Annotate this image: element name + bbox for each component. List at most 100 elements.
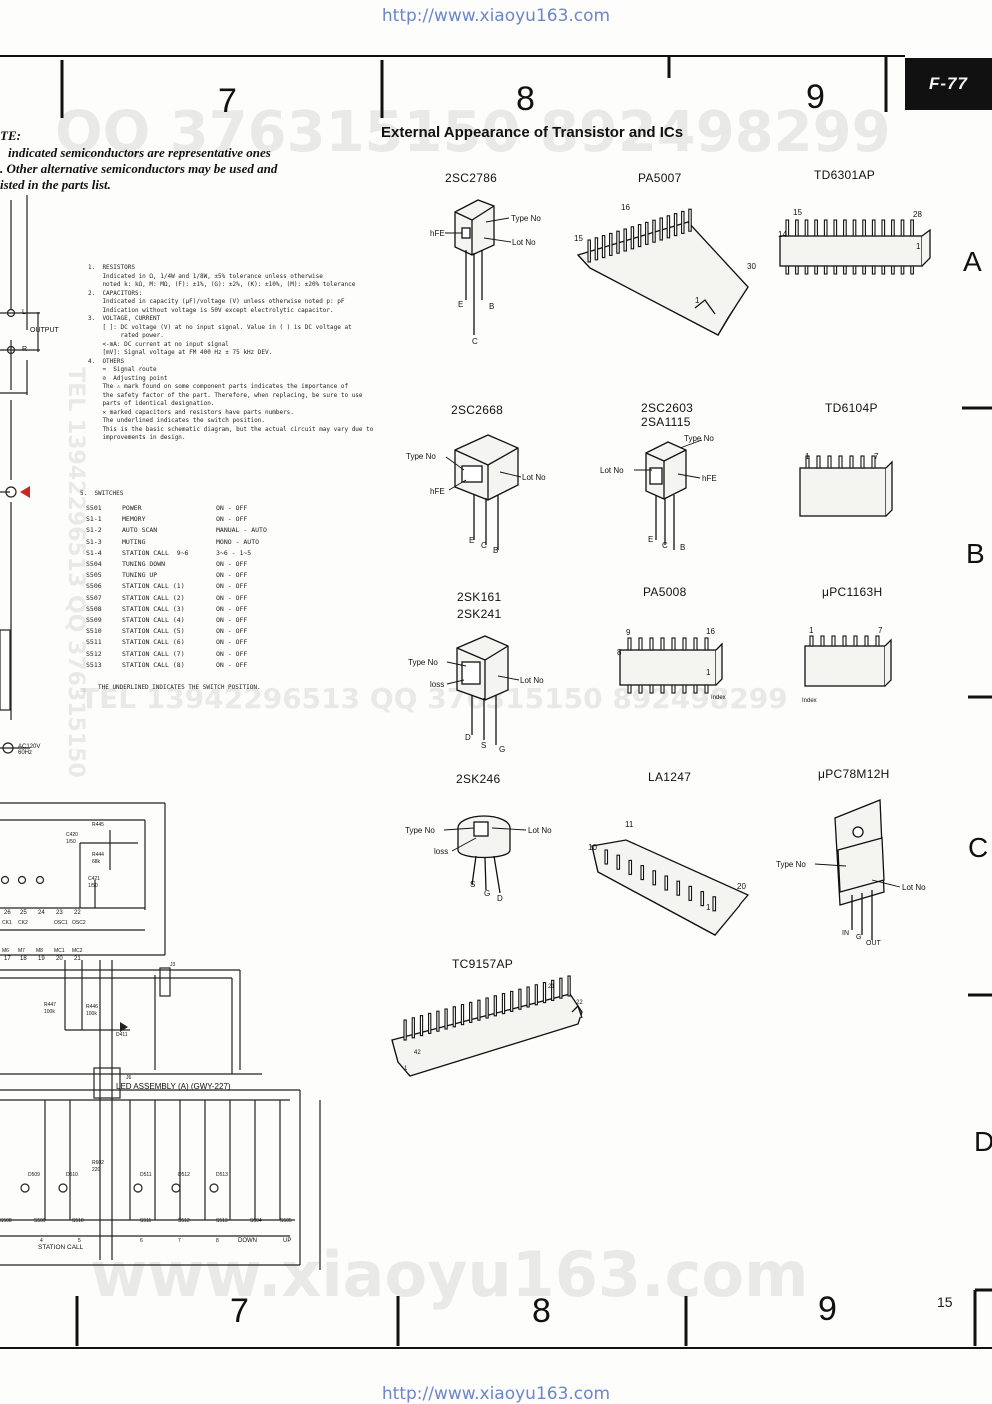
part-pa5007-name: PA5007: [638, 171, 682, 185]
row-letter-b: B: [966, 538, 985, 569]
ac-input-label: AC120V 60Hz: [18, 744, 41, 756]
ic-pin: [852, 265, 857, 275]
note-item: 2. CAPACITORS:: [88, 289, 143, 297]
ic-pin: [676, 880, 681, 896]
switch-positions: ON - OFF: [216, 660, 248, 669]
ic-pin: [820, 635, 825, 647]
switch-positions: ON - OFF: [216, 504, 248, 512]
td6104p-pin-1: 1: [805, 452, 810, 461]
ic-pin: [587, 239, 591, 263]
ic-pin: [900, 265, 905, 275]
ic-pin-number: 21: [74, 956, 81, 962]
2sk161-lot-no: Lot No: [520, 676, 544, 685]
station-call-label: STATION CALL: [38, 1244, 84, 1251]
led-label: D512: [178, 1172, 190, 1178]
ic-pin: [853, 635, 858, 647]
ic-pin: [795, 219, 799, 237]
note-line-3: isted in the parts list.: [0, 177, 111, 192]
down-label: DOWN: [238, 1238, 257, 1244]
ic-pin: [871, 455, 876, 469]
ic-pin: [833, 265, 838, 275]
ic-pin: [671, 684, 676, 694]
switch-ref: S1-2: [86, 526, 102, 535]
switch-label: S504: [250, 1218, 262, 1224]
source-url-bottom[interactable]: http://www.xiaoyu163.com: [381, 1384, 611, 1404]
switch-ref: S505: [86, 571, 102, 580]
ic-pin: [688, 885, 693, 901]
pa5007-pin-15: 15: [574, 234, 583, 243]
ic-pa5008: [619, 642, 723, 686]
td6104p-pin-7: 7: [874, 452, 879, 461]
2sc2668-pin-c: C: [481, 541, 487, 550]
2sc2603-pin-c: C: [662, 541, 668, 550]
2sk161-pin-s: S: [481, 741, 487, 750]
2sc2668-lot-no: Lot No: [522, 473, 546, 482]
ic-pin-number: 20: [56, 956, 63, 962]
component-label: J6: [126, 1075, 132, 1081]
ic-pin: [881, 265, 886, 275]
source-url-top[interactable]: http://www.xiaoyu163.com: [381, 6, 611, 26]
ic-pin: [910, 265, 914, 275]
pa5008-pin-1: 1: [706, 668, 711, 677]
ic-pin: [594, 237, 599, 261]
ic-pin: [862, 219, 866, 237]
ic-pin: [712, 896, 717, 912]
ic-pin: [652, 870, 657, 886]
ic-pin: [871, 265, 876, 275]
upc1163h-pin-7: 7: [878, 626, 883, 635]
switch-function: MEMORY: [122, 515, 146, 524]
2sk161-pin-g: G: [499, 745, 506, 754]
upc78m12h-lot-no: Lot No: [902, 883, 926, 892]
ic-pin: [814, 265, 818, 275]
ic-pin-name: M8: [36, 948, 43, 954]
2sk246-pin-g: G: [484, 889, 491, 898]
ic-pin: [567, 975, 571, 997]
note-item: parts of identical designation.: [88, 400, 215, 407]
switch-function: STATION CALL (2): [122, 593, 185, 602]
led-label: D513: [216, 1172, 228, 1178]
upc78m12h-pin-in: IN: [842, 930, 849, 937]
page-code: F-77: [905, 58, 992, 110]
note-line-1: indicated semiconductors are representat…: [8, 145, 271, 160]
switch-function: STATION CALL (5): [122, 627, 185, 636]
pa5007-pin-1: 1: [695, 296, 700, 305]
switches-heading: 5. SWITCHES: [80, 490, 124, 497]
ic-pin: [627, 684, 632, 694]
note-line-2: . Other alternative semiconductors may b…: [0, 161, 278, 176]
ic-pin: [704, 684, 709, 694]
note-item: rated power.: [88, 332, 164, 339]
switch-ref: S513: [86, 660, 102, 669]
ic-pin: [891, 219, 895, 237]
switch-positions: ON - OFF: [216, 604, 248, 613]
component-label: C420 1/50: [66, 832, 78, 845]
ic-pin: [637, 224, 642, 248]
part-tc9157ap-name: TC9157AP: [452, 957, 514, 971]
note-item: improvements in design.: [88, 434, 186, 441]
upc78m12h-pin-out: OUT: [866, 940, 881, 947]
ic-pin: [623, 228, 627, 252]
part-2sc2603-name: 2SC2603 2SA1115: [641, 401, 694, 429]
note-item: 3. VOLTAGE, CURRENT: [88, 315, 161, 322]
pa5008-pin-16: 16: [706, 627, 715, 636]
component-label: C421 1/50: [88, 876, 100, 889]
ic-pin: [604, 849, 609, 865]
column-number-top-9: 9: [806, 78, 825, 116]
ic-pin: [652, 219, 656, 243]
note-item: ⊘ Adjusting point: [88, 374, 168, 382]
ic-td6104p: [799, 460, 893, 517]
ic-pin: [501, 993, 506, 1015]
ic-pin-name: OSC1: [54, 920, 68, 926]
switch-function: MUTING: [122, 537, 146, 546]
ic-pin: [630, 226, 635, 250]
ic-pin: [871, 219, 876, 237]
led-label: D509: [28, 1172, 40, 1178]
ic-pin: [814, 219, 818, 237]
switch-function: STATION CALL (6): [122, 638, 185, 647]
page-number: 15: [937, 1294, 953, 1310]
part-upc78m12h-name: μPC78M12H: [818, 767, 890, 781]
switch-ref: S504: [86, 560, 102, 568]
